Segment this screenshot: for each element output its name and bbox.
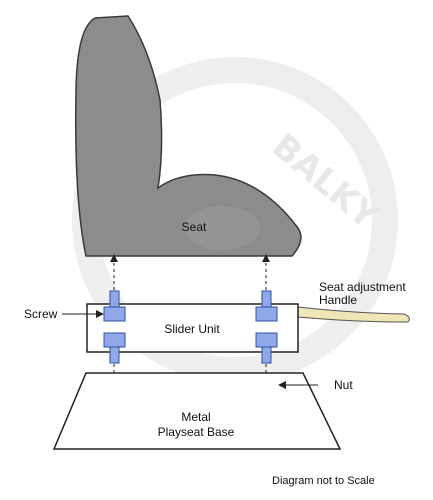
slider-unit-label: Slider Unit <box>164 322 220 336</box>
metal-base <box>52 372 342 450</box>
seat-shape <box>74 15 302 257</box>
footer-note: Diagram not to Scale <box>272 475 375 487</box>
screw-label: Screw <box>24 307 58 321</box>
base-label-line1: Metal <box>181 410 210 424</box>
handle-label-line2: Handle <box>319 293 357 307</box>
base-label-line2: Playseat Base <box>158 425 235 439</box>
screw-right <box>255 290 278 364</box>
seat-label: Seat <box>182 220 207 234</box>
handle-label-line1: Seat adjustment <box>319 280 406 294</box>
seat-highlight <box>184 206 260 250</box>
seat-adjustment-handle <box>297 306 410 323</box>
screw-left <box>103 290 126 364</box>
nut-label: Nut <box>334 378 353 392</box>
